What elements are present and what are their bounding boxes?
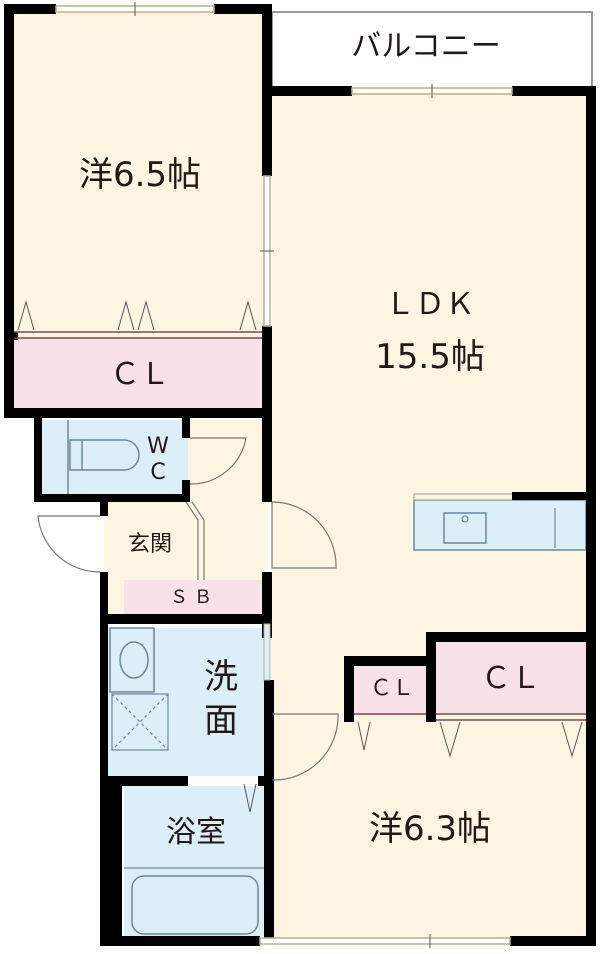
wc-floor <box>40 420 188 498</box>
closet-2 <box>436 642 586 714</box>
closet-1-label: ＣＬ <box>110 357 170 392</box>
shoe-box-label: ＳＢ <box>170 587 218 608</box>
ldk-label: ＬＤＫ <box>385 287 475 322</box>
entrance-label: 玄関 <box>127 532 172 557</box>
door-swings <box>37 437 339 781</box>
washing-machine-space-icon <box>111 693 169 751</box>
balcony-label: バルコニー <box>351 29 501 64</box>
western-room-1-label: 洋6.5帖 <box>78 155 202 195</box>
ldk-size-label: 15.5帖 <box>375 337 485 377</box>
closet-small <box>352 664 432 716</box>
folding-door-marks <box>17 300 583 813</box>
closet-1 <box>12 338 264 410</box>
washroom-label-1: 洗 <box>204 657 238 697</box>
closet-small-label: ＣＬ <box>369 676 414 701</box>
bathroom-label: 浴室 <box>166 815 226 850</box>
wc-label-c: C <box>150 460 166 485</box>
kitchen-counter <box>413 499 587 551</box>
closet-doors <box>14 331 586 721</box>
washroom-label-2: 面 <box>204 701 238 741</box>
bathtub-icon <box>131 875 259 935</box>
bathroom-floor <box>124 786 264 936</box>
toilet-icon <box>67 420 140 494</box>
wc-label-w: W <box>147 434 169 459</box>
walls <box>4 4 596 946</box>
shoe-box <box>124 580 264 616</box>
washbasin-icon <box>109 627 155 693</box>
closet-2-label: ＣＬ <box>481 661 541 696</box>
kitchen-sink-icon <box>443 512 487 544</box>
western-room-2-label: 洋6.3帖 <box>368 809 492 849</box>
windows <box>55 2 513 948</box>
balcony-area <box>271 11 593 91</box>
western-room-1-floor <box>12 12 264 342</box>
washroom-floor <box>108 628 264 776</box>
hallway-floor <box>186 420 266 510</box>
